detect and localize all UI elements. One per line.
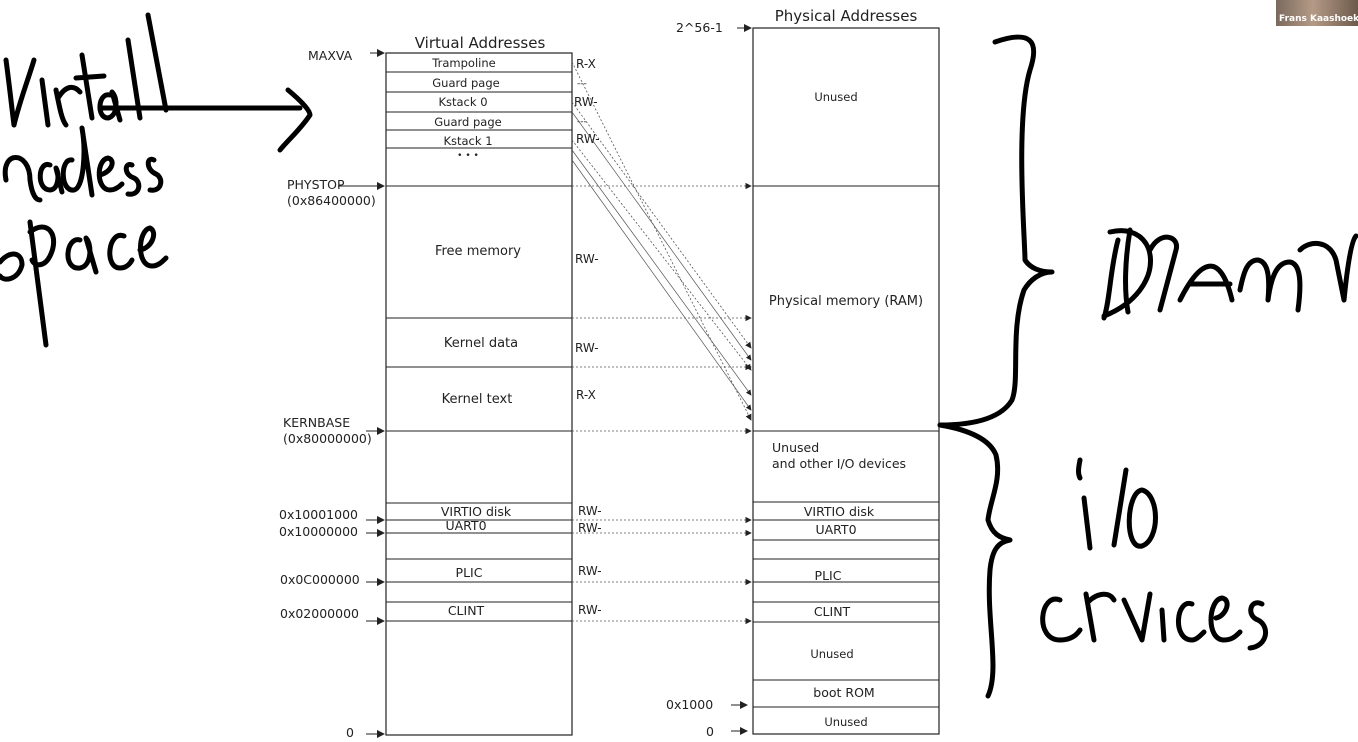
perm-free-memory: RW- [575,252,599,266]
phys-plic: PLIC [815,568,842,583]
virtual-column [385,52,573,736]
label-virtio-addr: 0x10001000 [279,507,358,522]
phys-unused-io-line1: Unused [772,440,819,455]
phys-unused-io-line2: and other I/O devices [772,456,906,471]
region-virtio-disk: VIRTIO disk [441,504,512,519]
perm-clint: RW- [578,603,602,617]
region-kernel-text: Kernel text [442,392,513,407]
handwriting-dram [937,34,1358,428]
region-ellipsis: • • • [457,151,479,161]
phys-unused-top: Unused [814,90,857,104]
label-virtual-zero: 0 [346,725,354,740]
speaker-name: Frans Kaashoek [1279,14,1358,24]
physical-title: Physical Addresses [775,7,918,25]
perm-kernel-data: RW- [575,341,599,355]
perm-guard-2: --- [577,117,587,127]
label-clint-addr: 0x02000000 [280,606,359,621]
perm-plic: RW- [578,564,602,578]
label-plic-addr: 0x0C000000 [280,572,360,587]
label-bootrom-addr: 0x1000 [666,697,713,712]
mapping-arrows-solid [571,111,752,411]
speaker-video-thumbnail: Frans Kaashoek [1276,0,1358,26]
phys-boot-rom: boot ROM [813,685,874,700]
phys-uart0: UART0 [815,522,856,537]
physical-dividers [753,185,939,708]
region-uart0: UART0 [445,518,486,533]
region-kstack-0: Kstack 0 [438,95,487,109]
perm-guard-1: --- [577,79,587,89]
physical-column [752,27,940,735]
phys-unused-low: Unused [810,647,853,661]
region-guard-page-2: Guard page [434,115,501,129]
label-kernbase-addr: (0x80000000) [283,431,372,446]
region-kernel-data: Kernel data [444,336,518,351]
virtual-tick-arrows [338,49,385,738]
mapping-arrows [571,61,752,625]
label-phystop-addr: (0x86400000) [287,193,376,208]
phys-clint: CLINT [814,604,851,619]
label-phystop: PHYSTOP [287,177,345,192]
perm-uart0: RW- [578,521,602,535]
speaker-video-frame [1276,0,1358,26]
region-guard-page-1: Guard page [432,76,499,90]
perm-kernel-text: R-X [576,388,596,402]
phys-unused-bottom: Unused [824,715,867,729]
region-trampoline: Trampoline [431,56,495,70]
label-phys-top: 2^56-1 [676,20,723,35]
label-kernbase: KERNBASE [283,415,350,430]
label-maxva: MAXVA [308,48,353,63]
handwriting-io-devices [937,422,1268,699]
region-clint: CLINT [448,603,485,618]
phys-virtio-disk: VIRTIO disk [804,504,875,519]
region-free-memory: Free memory [435,244,521,259]
region-plic: PLIC [456,565,483,580]
perm-kstack-0: RW- [574,95,598,109]
perm-virtio: RW- [578,504,602,518]
perm-trampoline: R-X [576,57,596,71]
label-uart-addr: 0x10000000 [279,524,358,539]
handwriting-virtual-address-space [0,12,313,348]
virtual-title: Virtual Addresses [415,34,546,52]
region-kstack-1: Kstack 1 [443,134,492,148]
phys-ram: Physical memory (RAM) [769,294,923,309]
label-phys-zero: 0 [706,724,714,739]
virtual-dividers [386,71,572,622]
physical-tick-arrows [731,24,752,735]
